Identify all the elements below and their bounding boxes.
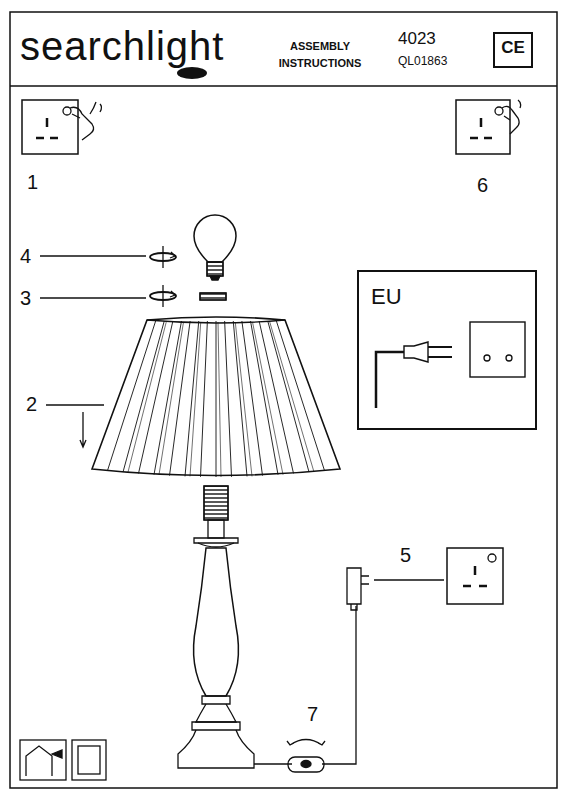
- switch-arrow: [287, 740, 325, 746]
- shade-pleat: [190, 322, 201, 476]
- leader-line: [40, 297, 146, 298]
- shade-pleat: [201, 321, 208, 477]
- shade-pleat: [242, 321, 263, 476]
- leader-line: [374, 579, 444, 580]
- box-text: EU: [359, 272, 535, 322]
- safety-symbols: [20, 740, 106, 780]
- logo-bulb: [177, 67, 207, 79]
- callout-number: 7: [307, 704, 318, 724]
- box-text: CE: [495, 34, 531, 62]
- lamp-base: [178, 486, 254, 768]
- shade-pleat: [154, 321, 182, 475]
- shade-pleat: [276, 321, 324, 471]
- shade-pleat: [216, 321, 217, 477]
- shade-pleat: [108, 321, 156, 471]
- wall-socket-off: [22, 100, 102, 154]
- inline-switch: [288, 757, 324, 772]
- leader-line: [40, 255, 146, 256]
- ce-mark: CE: [493, 32, 533, 68]
- power-cord: [254, 568, 369, 772]
- wall-socket: [447, 548, 503, 604]
- bulb-holder-ring: [200, 293, 226, 300]
- shade-pleat: [225, 321, 232, 477]
- callout-number: 4: [20, 246, 31, 266]
- lamp-shade: [92, 317, 340, 477]
- step-number: 6: [477, 175, 488, 195]
- step-number: 1: [27, 172, 38, 192]
- shade-ring: [150, 246, 176, 268]
- model-number: 4023: [398, 30, 436, 47]
- shade-pleat: [270, 322, 314, 472]
- shade-pleat: [128, 322, 166, 472]
- brand-logo: searchlight: [20, 26, 224, 66]
- wall-socket-on: [456, 100, 521, 154]
- callout-number: 3: [20, 288, 31, 308]
- shade-pleat: [235, 322, 252, 476]
- callout-number: 2: [26, 394, 37, 414]
- heading-text: ASSEMBLY INSTRUCTIONS: [272, 38, 368, 72]
- region-box: EU: [357, 270, 537, 430]
- plug: [347, 568, 369, 610]
- callout-number: 5: [400, 545, 411, 565]
- shade-pleat: [268, 321, 309, 472]
- header-rule: [10, 85, 557, 87]
- document-code: QL01863: [398, 55, 447, 67]
- down-arrow: [80, 412, 86, 447]
- page-frame: [10, 12, 557, 788]
- shade-ring: [150, 285, 176, 307]
- shade-pleat: [253, 322, 284, 475]
- light-bulb: [194, 215, 236, 280]
- shade-pleat: [218, 322, 221, 477]
- leader-line: [46, 404, 104, 405]
- eu-plug: [376, 322, 525, 408]
